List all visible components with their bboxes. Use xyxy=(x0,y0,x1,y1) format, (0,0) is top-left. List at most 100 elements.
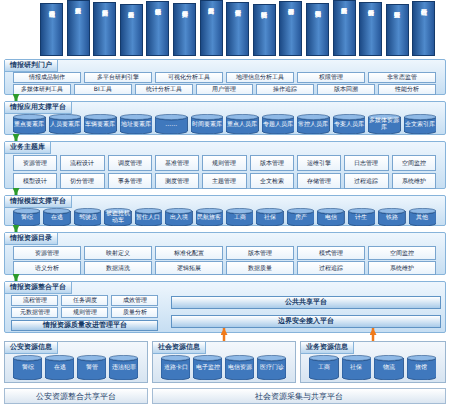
database-cylinder: 在逃 xyxy=(43,208,70,226)
function-box: 过程追踪 xyxy=(344,173,388,189)
function-box: 地理信息分析工具 xyxy=(226,72,294,83)
cylinder-body xyxy=(104,211,131,226)
box-label: 用户管理 xyxy=(212,86,236,93)
system-book: 高危人群分析研判 xyxy=(200,0,223,56)
cylinder-body xyxy=(374,358,404,380)
function-box: 标准化配置 xyxy=(155,246,223,260)
box-label: 民航旅客 xyxy=(197,214,221,221)
function-box: 版本回溯 xyxy=(317,84,375,95)
box-label: 人员要素库 xyxy=(50,121,80,128)
cylinder-top xyxy=(404,114,436,119)
database-cylinder: 暂住人口 xyxy=(135,208,162,226)
system-book: 重点人员分析研判 xyxy=(67,0,90,56)
cylinder-top xyxy=(109,355,137,360)
function-box: 可视化分析工具 xyxy=(155,72,223,83)
function-box: 测度管理 xyxy=(155,173,199,189)
system-book: 大型活动安保研判 xyxy=(306,3,329,56)
function-box: 切分管理 xyxy=(60,173,104,189)
database-cylinder: 其他 xyxy=(409,208,436,226)
box-label: 切分管理 xyxy=(70,178,94,185)
cylinder-top xyxy=(13,355,41,360)
function-box: 流程管理 xyxy=(11,295,58,306)
function-box: 逻辑拓展 xyxy=(155,261,223,275)
box-label: 主题管理 xyxy=(212,178,236,185)
box-label: 地址要素库 xyxy=(121,121,151,128)
resource-region: 公安资源信息警综在逃警管违法犯罪 xyxy=(4,341,148,383)
function-box: 多媒体研判工具 xyxy=(13,84,71,95)
box-label: 成效管理 xyxy=(123,297,147,304)
database-cylinder: 工商 xyxy=(309,355,339,380)
box-label: 逻辑拓展 xyxy=(177,265,201,272)
cylinder-body xyxy=(135,211,162,226)
database-cylinder: 人员要素库 xyxy=(49,114,82,134)
database-cylinder: 专案人员库 xyxy=(333,114,366,134)
box-label: 资源管理 xyxy=(23,160,47,167)
database-cylinder: 在逃 xyxy=(45,355,74,380)
platform-layer: 情报资源整合平台流程管理任务调度成效管理元数据管理规则管理质量分析情报资源质量改… xyxy=(4,281,446,333)
box-label: 工商 xyxy=(318,364,330,371)
database-cylinder: 重点要素库 xyxy=(13,114,46,134)
box-label: 物流 xyxy=(383,364,395,371)
function-box: 数据清洗 xyxy=(84,261,152,275)
function-box: 空间监控 xyxy=(392,155,436,171)
function-box: 操作追踪 xyxy=(256,84,314,95)
flow-arrow xyxy=(15,275,18,281)
function-box: 基准管理 xyxy=(155,155,199,171)
box-label: 版本管理 xyxy=(260,160,284,167)
database-cylinder: 房产 xyxy=(287,208,314,226)
box-label: 数据质量 xyxy=(248,265,272,272)
system-book: 情报综合查询系统 xyxy=(40,3,63,56)
database-cylinder: 旅馆 xyxy=(407,355,437,380)
box-label: 基准管理 xyxy=(165,160,189,167)
box-label: 警管 xyxy=(86,364,98,371)
box-label: 质量分析 xyxy=(123,309,147,316)
box-label: 映射定义 xyxy=(106,250,130,257)
function-box: 主题管理 xyxy=(202,173,246,189)
box-label: 社保 xyxy=(264,214,276,221)
box-label: 被盗抢机动车 xyxy=(104,210,131,223)
system-book: 区域治安分析研判 xyxy=(253,4,276,56)
layer-title: 情报研判门户 xyxy=(5,60,58,72)
database-cylinder: 物流 xyxy=(374,355,404,380)
cylinder-body xyxy=(309,358,339,380)
cylinder-top xyxy=(45,355,73,360)
box-label: 过程追踪 xyxy=(354,178,378,185)
function-box: 日志管理 xyxy=(344,155,388,171)
flow-arrow xyxy=(15,135,18,141)
database-cylinder: 电信 xyxy=(317,208,344,226)
cylinder-body xyxy=(109,358,138,380)
database-cylinder: 常控人员库 xyxy=(297,114,330,134)
cylinder-top xyxy=(226,114,258,119)
box-label: 电子监控 xyxy=(196,364,220,371)
box-label: 旅馆 xyxy=(415,364,427,371)
function-box: 多平台研判引擎 xyxy=(84,72,152,83)
database-cylinder: 计生 xyxy=(348,208,375,226)
function-box: 事务管理 xyxy=(108,173,152,189)
function-box: BI工具 xyxy=(74,84,132,95)
box-label: 资源管理 xyxy=(35,250,59,257)
box-label: 性能分析 xyxy=(395,86,419,93)
cylinder-body xyxy=(257,358,286,380)
cylinder-body xyxy=(77,358,106,380)
box-label: 操作追踪 xyxy=(273,86,297,93)
box-label: 全文索引库 xyxy=(405,121,435,128)
flow-arrow xyxy=(15,226,18,232)
box-label: 重点要素库 xyxy=(14,121,44,128)
function-box: 非常态监管 xyxy=(368,72,436,83)
box-label: 权限管理 xyxy=(319,74,343,81)
upload-arrow xyxy=(223,328,226,341)
box-label: 计生 xyxy=(355,214,367,221)
resource-region: 社会资源信息道路卡口电子监控电信资源医疗门诊 xyxy=(152,341,296,383)
box-label: 元数据管理 xyxy=(20,309,50,316)
cylinder-top xyxy=(333,114,365,119)
database-cylinder: 电子监控 xyxy=(193,355,222,380)
function-box: 质量分析 xyxy=(111,307,158,318)
function-box: 权限管理 xyxy=(297,72,365,83)
box-label: 系统维护 xyxy=(390,265,414,272)
box-label: 过程追踪 xyxy=(319,265,343,272)
box-label: 空间监控 xyxy=(402,160,426,167)
cylinder-body xyxy=(161,358,190,380)
box-label: 道路卡口 xyxy=(164,364,188,371)
box-label: 其他 xyxy=(416,214,428,221)
